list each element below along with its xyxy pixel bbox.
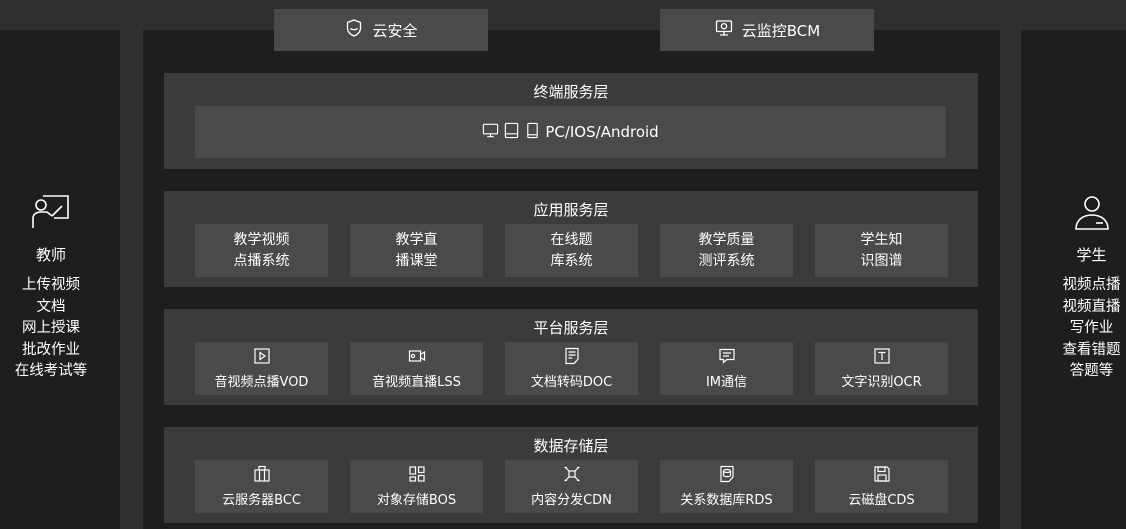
left-column-panel <box>0 30 120 529</box>
student-title: 学生 <box>1076 246 1107 264</box>
teacher-duty-3: 网上授课 <box>22 320 80 336</box>
platform-cards: 音视频点播VOD 音视频直播LSS 文档转码DOC <box>195 342 948 395</box>
platform-card-vod: 音视频点播VOD <box>195 342 328 395</box>
cloud-monitor-label: 云监控BCM <box>741 21 821 40</box>
cloud-monitor-box: 云监控BCM <box>660 9 874 51</box>
platform-card-ocr: 文字识别OCR <box>815 342 948 395</box>
card-label: 音视频点播VOD <box>214 374 309 390</box>
cdn-icon <box>563 465 581 488</box>
student-duty-5: 答题等 <box>1069 363 1114 379</box>
student-duty-3: 写作业 <box>1069 320 1114 336</box>
teacher-duty-5: 在线考试等 <box>14 363 88 379</box>
card-line-1: 在线题 <box>550 231 593 248</box>
platform-service-layer: 平台服务层 音视频点播VOD 音视频直播LSS <box>164 309 978 405</box>
user-icon <box>1071 192 1113 238</box>
cloud-security-box: 云安全 <box>274 9 488 51</box>
app-card-video-vod-system: 教学视频 点播系统 <box>195 224 328 277</box>
layer-title: 平台服务层 <box>533 319 609 337</box>
card-label: IM通信 <box>705 374 748 390</box>
card-label: 文字识别OCR <box>841 374 922 390</box>
teacher-duty-4: 批改作业 <box>22 341 80 358</box>
app-card-knowledge-graph: 学生知 识图谱 <box>815 224 948 277</box>
card-line-1: 教学直 <box>395 231 438 248</box>
data-card-rds: 关系数据库RDS <box>660 460 793 513</box>
monitor-icon <box>714 18 734 42</box>
teacher-panel: 教师 上传视频 文档 网上授课 批改作业 在线考试等 <box>0 192 102 383</box>
disk-icon <box>873 465 891 488</box>
layer-title: 数据存储层 <box>533 437 609 455</box>
platform-card-im: IM通信 <box>660 342 793 395</box>
app-card-live-classroom: 教学直 播课堂 <box>350 224 483 277</box>
card-line-2: 识图谱 <box>860 252 903 269</box>
application-service-layer: 应用服务层 教学视频 点播系统 教学直 播课堂 在线题 库系统 教学质量 测评系… <box>164 191 978 287</box>
desktop-icon <box>482 122 499 143</box>
card-label: 云磁盘CDS <box>848 492 915 508</box>
data-card-cds: 云磁盘CDS <box>815 460 948 513</box>
cloud-security-label: 云安全 <box>372 21 418 40</box>
student-duty-4: 查看错题 <box>1062 341 1121 358</box>
right-column-panel <box>1021 30 1126 529</box>
platform-card-lss: 音视频直播LSS <box>350 342 483 395</box>
student-duty-2: 视频直播 <box>1062 298 1121 315</box>
app-card-question-bank: 在线题 库系统 <box>505 224 638 277</box>
terminal-service-layer: 终端服务层 PC/IOS/Android <box>164 73 978 169</box>
card-label: 云服务器BCC <box>222 492 301 508</box>
platform-card-doc: 文档转码DOC <box>505 342 638 395</box>
card-line-2: 库系统 <box>550 252 593 269</box>
play-icon <box>253 347 271 370</box>
layer-title: 应用服务层 <box>533 201 609 219</box>
card-label: 文档转码DOC <box>530 374 613 390</box>
terminal-platforms-bar: PC/IOS/Android <box>195 106 946 158</box>
card-line-1: 学生知 <box>860 231 903 248</box>
platforms-label: PC/IOS/Android <box>545 123 659 141</box>
tablet-icon <box>503 122 520 143</box>
student-duty-1: 视频点播 <box>1062 277 1121 293</box>
object-storage-icon <box>408 465 426 488</box>
card-label: 关系数据库RDS <box>680 492 773 508</box>
shield-icon <box>344 18 364 42</box>
layer-title: 终端服务层 <box>533 83 609 101</box>
data-storage-layer: 数据存储层 云服务器BCC 对象存储BOS <box>164 427 978 523</box>
card-line-2: 测评系统 <box>698 252 755 269</box>
teacher-duty-1: 上传视频 <box>22 277 80 293</box>
card-line-1: 教学视频 <box>233 231 290 248</box>
student-panel: 学生 视频点播 视频直播 写作业 查看错题 答题等 <box>1057 192 1126 383</box>
chat-icon <box>718 347 736 370</box>
video-camera-icon <box>408 347 426 370</box>
teacher-title: 教师 <box>35 246 66 264</box>
card-label: 内容分发CDN <box>531 492 612 508</box>
app-card-quality-assessment: 教学质量 测评系统 <box>660 224 793 277</box>
data-card-bos: 对象存储BOS <box>350 460 483 513</box>
card-line-2: 播课堂 <box>395 252 438 269</box>
data-cards: 云服务器BCC 对象存储BOS 内容分发CDN <box>195 460 948 513</box>
data-card-bcc: 云服务器BCC <box>195 460 328 513</box>
application-cards: 教学视频 点播系统 教学直 播课堂 在线题 库系统 教学质量 测评系统 学生知 … <box>195 224 948 277</box>
teacher-duty-2: 文档 <box>36 298 66 315</box>
server-icon <box>253 465 271 488</box>
data-card-cdn: 内容分发CDN <box>505 460 638 513</box>
database-icon <box>718 465 736 488</box>
card-label: 对象存储BOS <box>376 492 457 508</box>
card-line-2: 点播系统 <box>233 252 290 269</box>
card-line-1: 教学质量 <box>698 231 755 248</box>
text-recognition-icon <box>873 347 891 370</box>
teacher-board-icon <box>30 192 72 238</box>
document-icon <box>563 347 581 370</box>
card-label: 音视频直播LSS <box>372 374 461 390</box>
phone-icon <box>524 122 541 143</box>
